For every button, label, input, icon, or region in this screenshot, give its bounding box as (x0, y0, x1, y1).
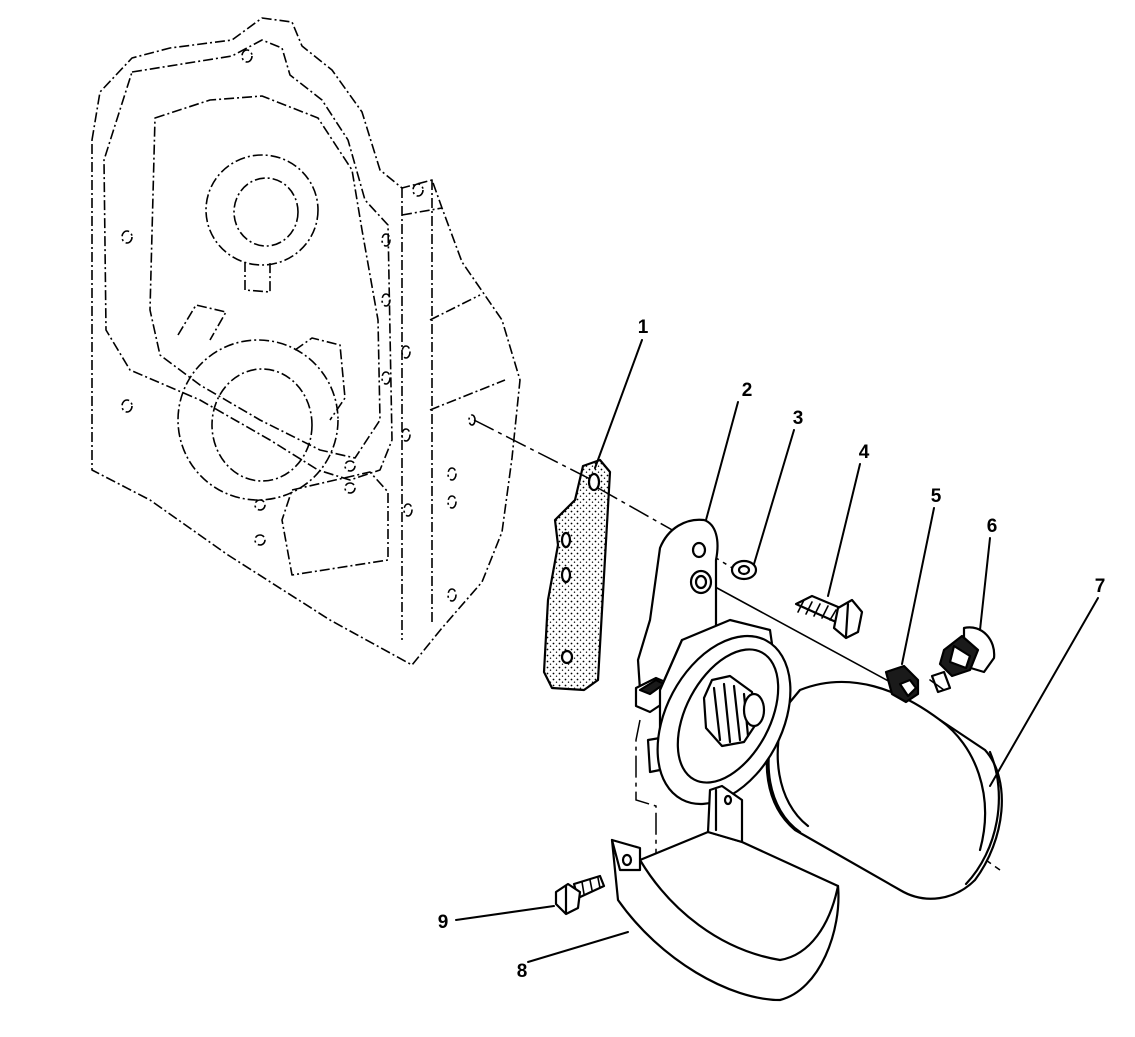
pressure-switch (929, 626, 996, 694)
callout-4: 4 (859, 442, 870, 463)
leader-7 (989, 597, 1099, 787)
leader-4 (827, 463, 861, 597)
leader-3 (753, 429, 795, 565)
leader-8 (527, 931, 629, 963)
callout-9: 9 (438, 912, 449, 933)
callout-8: 8 (517, 961, 528, 982)
callout-1: 1 (638, 317, 649, 338)
leader-9 (455, 905, 555, 921)
callout-7: 7 (1095, 576, 1106, 597)
leader-lines (455, 339, 1099, 963)
gasket (542, 458, 612, 692)
lock-washer (730, 559, 758, 581)
callout-6: 6 (987, 516, 998, 537)
leader-2 (705, 401, 739, 521)
callout-labels: 1 2 3 4 5 6 7 8 9 (438, 317, 1106, 982)
callout-2: 2 (742, 380, 753, 401)
leader-1 (594, 339, 643, 469)
callout-3: 3 (793, 408, 804, 429)
leader-6 (979, 537, 991, 631)
leader-5 (901, 507, 935, 665)
engine-gear-housing (91, 17, 521, 666)
oil-filter (765, 680, 1003, 900)
filter-shield (610, 784, 840, 1002)
bolt (794, 594, 864, 640)
callout-5: 5 (931, 486, 942, 507)
screw (554, 874, 606, 916)
filter-adapter (634, 518, 792, 806)
elbow-fitting (884, 664, 920, 704)
